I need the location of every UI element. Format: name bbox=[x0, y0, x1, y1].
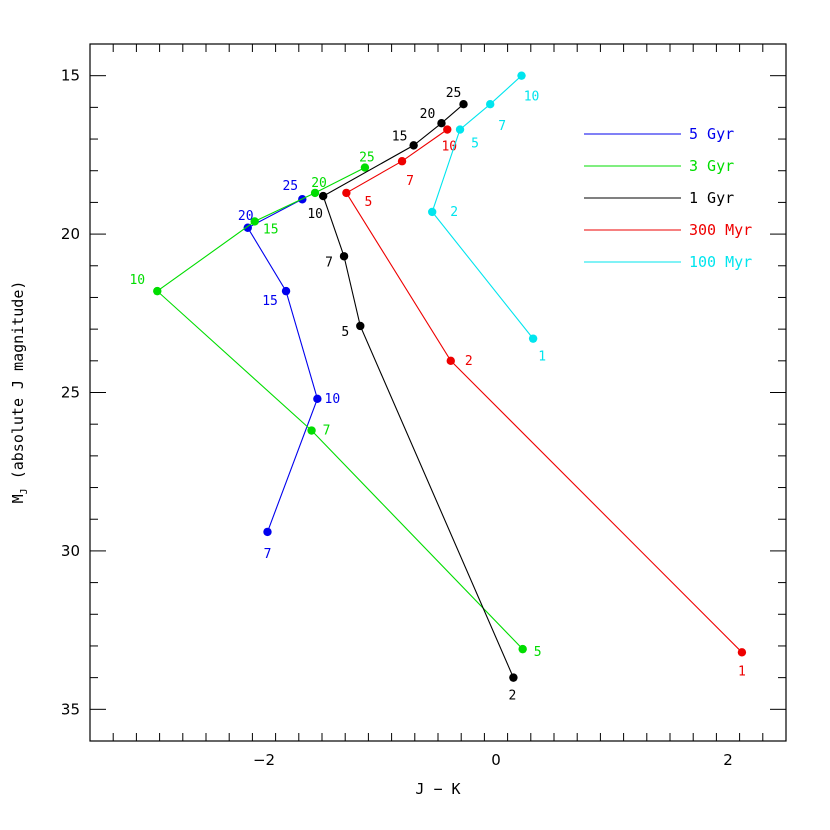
data-point bbox=[310, 188, 320, 198]
point-label: 10 bbox=[129, 273, 145, 288]
legend-label: 5 Gyr bbox=[689, 125, 734, 143]
point-label: 7 bbox=[406, 174, 414, 189]
point-label: 5 bbox=[534, 645, 542, 660]
data-point bbox=[263, 527, 272, 537]
point-label: 10 bbox=[441, 140, 457, 155]
data-point bbox=[318, 191, 328, 201]
x-tick-label: −2 bbox=[253, 751, 275, 769]
data-point bbox=[409, 141, 418, 150]
series-line bbox=[247, 198, 318, 533]
series-line bbox=[431, 75, 534, 339]
data-point bbox=[518, 644, 527, 654]
point-label: 7 bbox=[498, 119, 506, 134]
point-label: 10 bbox=[325, 392, 341, 407]
y-axis-title-sub: J bbox=[19, 488, 30, 494]
legend-label: 300 Myr bbox=[689, 221, 752, 239]
data-point bbox=[250, 217, 259, 226]
legend-label: 1 Gyr bbox=[689, 189, 734, 207]
data-point bbox=[397, 157, 407, 166]
point-label: 15 bbox=[392, 129, 408, 144]
data-point bbox=[443, 125, 452, 134]
data-point bbox=[486, 99, 495, 109]
data-point bbox=[342, 188, 351, 198]
series-layer: 7101520255710152025257101520251257101257… bbox=[129, 71, 747, 704]
point-label: 10 bbox=[307, 207, 323, 222]
point-label: 1 bbox=[538, 350, 546, 365]
data-point bbox=[528, 334, 538, 343]
plot-frame bbox=[89, 43, 787, 742]
y-tick-label: 25 bbox=[61, 384, 80, 402]
series-line bbox=[156, 167, 524, 650]
data-point bbox=[243, 223, 252, 232]
y-axis-title: MJ (absolute J magnitude) bbox=[9, 281, 30, 504]
point-label: 25 bbox=[359, 151, 375, 166]
data-point bbox=[281, 286, 291, 296]
point-label: 25 bbox=[282, 179, 298, 194]
point-label: 15 bbox=[263, 222, 279, 237]
y-axis-title-rest: (absolute J magnitude) bbox=[9, 281, 27, 489]
y-tick-label: 35 bbox=[61, 700, 80, 718]
data-point bbox=[517, 71, 526, 80]
point-label: 5 bbox=[341, 325, 349, 340]
point-label: 2 bbox=[450, 205, 458, 220]
y-tick-label: 30 bbox=[61, 542, 80, 560]
data-point bbox=[437, 119, 446, 128]
point-label: 7 bbox=[323, 424, 331, 439]
data-point bbox=[428, 207, 437, 217]
y-tick-label: 20 bbox=[61, 225, 80, 243]
data-point bbox=[307, 426, 316, 435]
y-axis-title-main: M bbox=[9, 494, 27, 503]
legend: 5 Gyr 3 Gyr 1 Gyr 300 Myr 100 Myr bbox=[584, 125, 752, 271]
data-point bbox=[455, 125, 465, 134]
point-label: 2 bbox=[508, 689, 516, 704]
series-line bbox=[345, 129, 743, 653]
point-label: 7 bbox=[264, 547, 272, 562]
data-point bbox=[446, 356, 455, 366]
point-label: 2 bbox=[465, 354, 473, 369]
data-point bbox=[356, 321, 365, 331]
data-point bbox=[509, 673, 518, 682]
data-point bbox=[360, 163, 370, 172]
data-point bbox=[153, 286, 162, 296]
point-label: 7 bbox=[325, 255, 333, 270]
x-tick-label: 0 bbox=[491, 751, 501, 769]
legend-label: 100 Myr bbox=[689, 253, 752, 271]
point-label: 5 bbox=[471, 137, 479, 152]
data-point bbox=[737, 648, 747, 657]
point-label: 10 bbox=[524, 90, 540, 105]
data-point bbox=[459, 99, 468, 109]
series-5-gyr: 7 10 15 20 25 bbox=[238, 179, 340, 562]
x-tick-label: 2 bbox=[723, 751, 733, 769]
point-label: 15 bbox=[262, 294, 278, 309]
data-point bbox=[339, 252, 349, 261]
point-label: 25 bbox=[446, 86, 462, 101]
x-axis-title: J − K bbox=[415, 780, 460, 798]
legend-label: 3 Gyr bbox=[689, 157, 734, 175]
point-label: 20 bbox=[420, 107, 436, 122]
data-point bbox=[313, 394, 322, 404]
y-tick-label: 15 bbox=[61, 67, 80, 85]
point-label: 1 bbox=[738, 664, 746, 679]
point-label: 20 bbox=[311, 176, 327, 191]
point-label: 5 bbox=[364, 195, 372, 210]
point-label: 20 bbox=[238, 209, 254, 224]
